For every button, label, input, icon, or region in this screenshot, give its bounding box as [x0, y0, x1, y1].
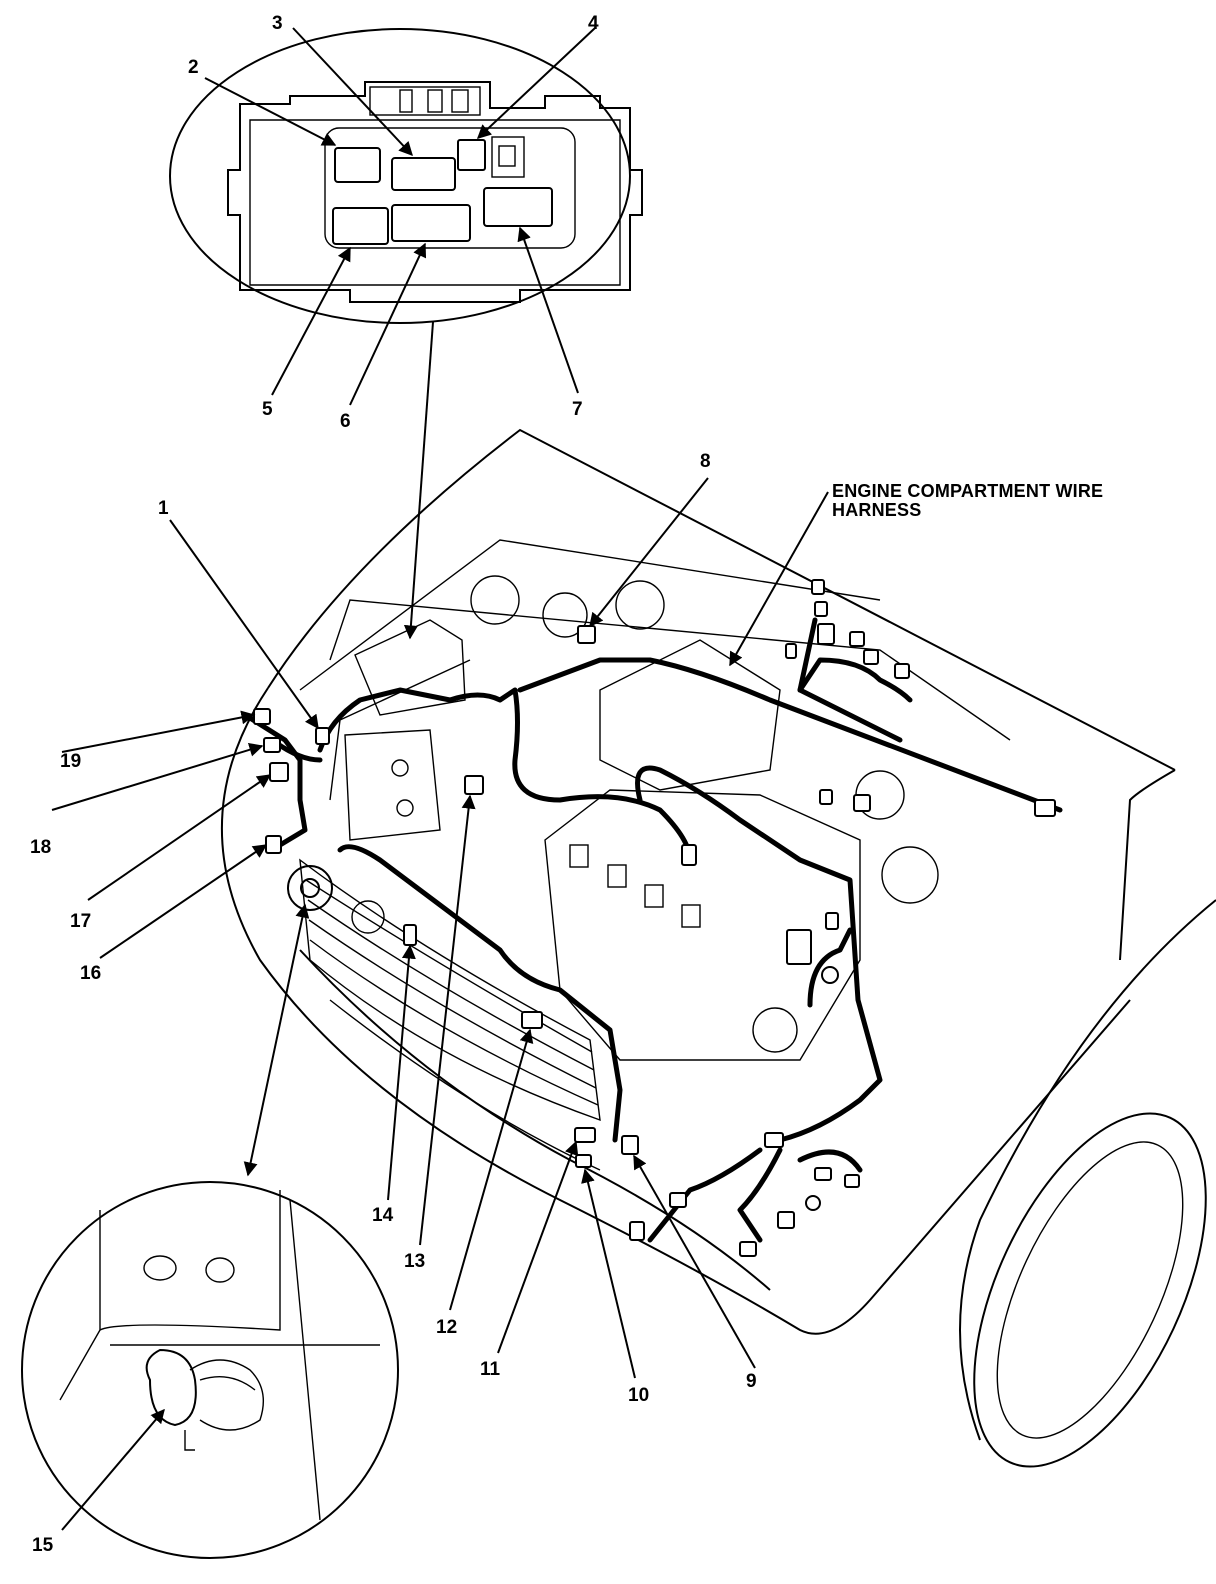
connector-2-shape: [334, 147, 381, 183]
callout-3: 3: [272, 13, 283, 34]
horn-inset: [21, 1181, 399, 1559]
callout-16: 16: [80, 963, 102, 984]
callout-19: 19: [60, 751, 82, 772]
callout-18: 18: [30, 837, 52, 858]
harness-label-line2: HARNESS: [832, 500, 922, 520]
connector-17: [269, 762, 289, 782]
callout-7: 7: [572, 399, 583, 420]
callout-14: 14: [372, 1205, 394, 1226]
callout-2: 2: [188, 57, 199, 78]
engine-harness-wires: [247, 617, 1063, 1243]
harness-connectors: [253, 579, 1056, 1257]
connector-4-shape: [457, 139, 486, 171]
connector-11: [574, 1127, 596, 1143]
callout-6: 6: [340, 411, 351, 432]
callout-15: 15: [32, 1535, 54, 1556]
connector-14: [403, 924, 417, 946]
harness-label-line1: ENGINE COMPARTMENT WIRE: [832, 481, 1104, 501]
connector-3-shape: [391, 157, 456, 191]
callout-17: 17: [70, 911, 92, 932]
callout-11: 11: [480, 1359, 501, 1380]
callout-leaders: [51, 477, 829, 1531]
callout-12: 12: [436, 1317, 458, 1338]
connector-9: [621, 1135, 639, 1155]
callout-9: 9: [746, 1371, 757, 1392]
callout-1: 1: [158, 498, 169, 519]
callout-8: 8: [700, 451, 711, 472]
connector-7-shape: [483, 187, 553, 227]
connector-16: [265, 835, 282, 854]
connector-19: [253, 708, 271, 725]
connector-12: [521, 1011, 543, 1029]
callout-4: 4: [588, 13, 599, 34]
connector-13: [464, 775, 484, 795]
connector-5-shape: [332, 207, 389, 245]
relay-box-inset: [169, 27, 643, 640]
callout-10: 10: [628, 1385, 650, 1406]
callout-5: 5: [262, 399, 273, 420]
harness-label: ENGINE COMPARTMENT WIRE HARNESS: [832, 482, 1103, 520]
vehicle-outline: [221, 428, 1216, 1468]
connector-10: [575, 1154, 592, 1168]
connector-8: [577, 625, 596, 644]
connector-18: [263, 737, 281, 753]
callout-13: 13: [404, 1251, 426, 1272]
connector-1: [315, 727, 330, 745]
connector-6-shape: [391, 204, 471, 242]
